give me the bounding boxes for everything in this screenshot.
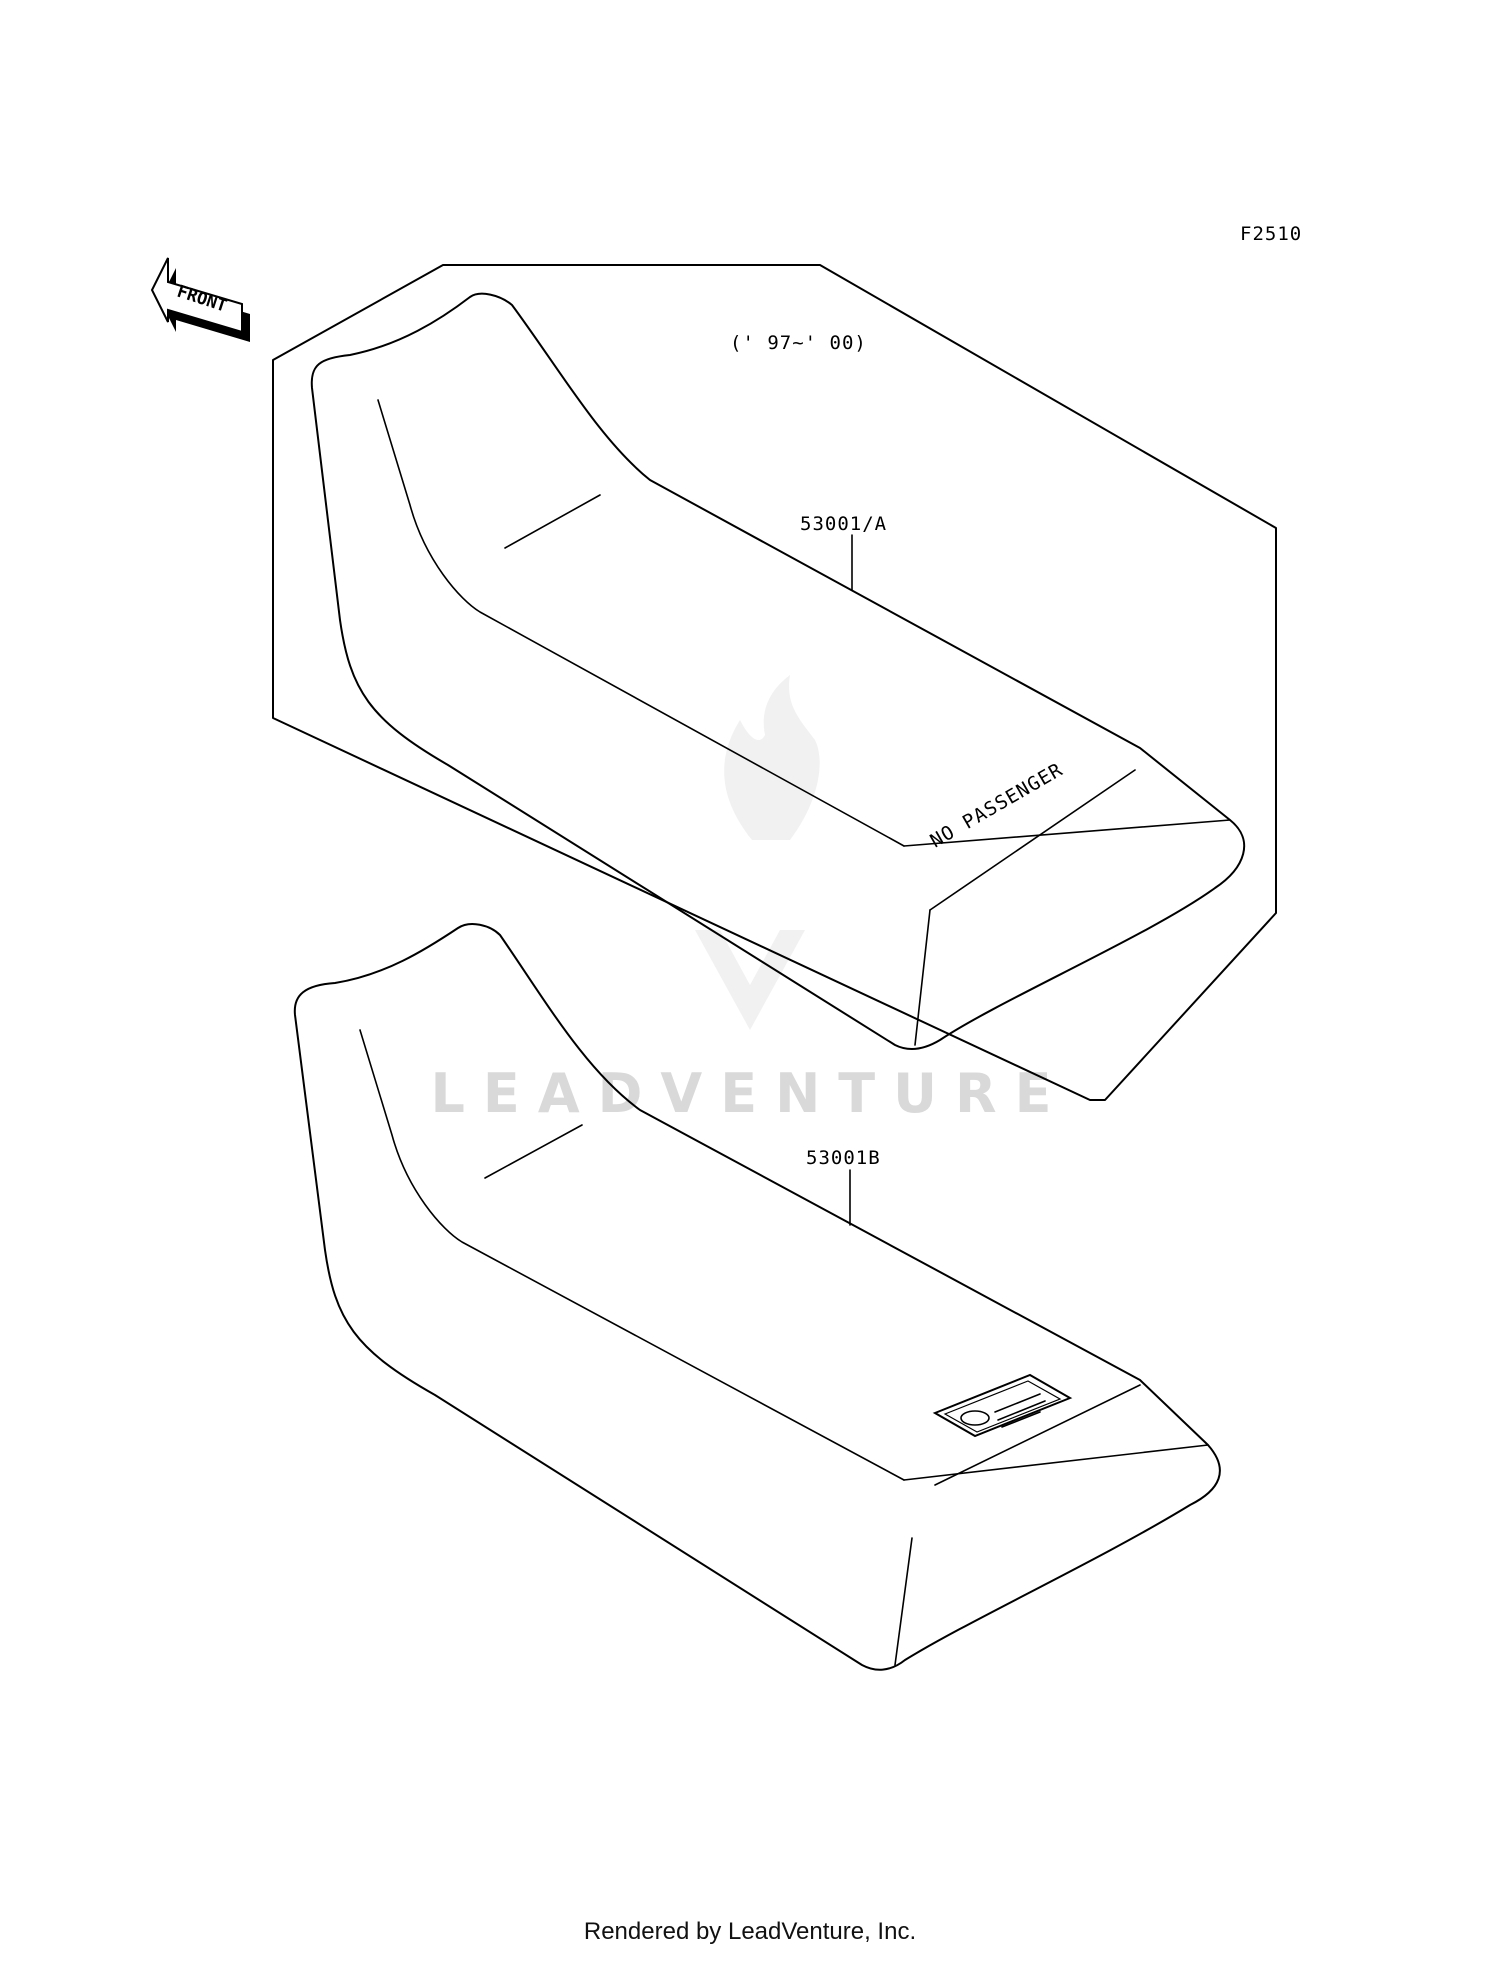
part-number-53001-a: 53001/A bbox=[800, 513, 887, 535]
year-range-label: (' 97~' 00) bbox=[730, 332, 867, 354]
watermark-text: LEADVENTURE bbox=[431, 1062, 1070, 1125]
seat-53001-b bbox=[293, 923, 1221, 1671]
decal-label-icon bbox=[932, 1373, 1073, 1438]
seat-53001-a bbox=[310, 292, 1246, 1050]
diagram-code: F2510 bbox=[1240, 223, 1302, 245]
part-number-53001-b: 53001B bbox=[806, 1147, 881, 1169]
watermark-logo bbox=[695, 675, 820, 1030]
front-arrow-icon: FRONT bbox=[150, 257, 250, 342]
variant-group-outline bbox=[272, 264, 1277, 1101]
footer-credit: Rendered by LeadVenture, Inc. bbox=[583, 1918, 917, 1945]
